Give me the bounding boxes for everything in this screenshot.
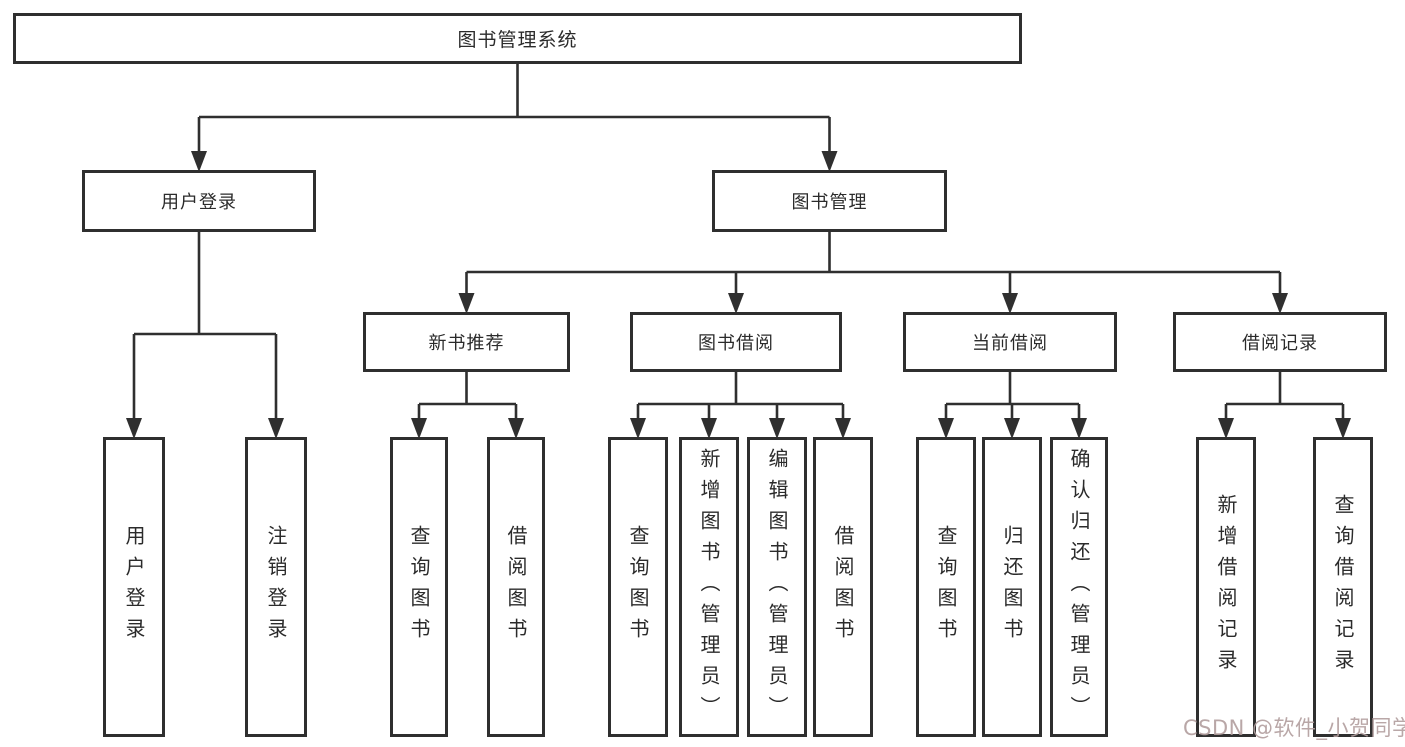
node-book-borrowing: 图书借阅 — [630, 312, 842, 372]
leaf-borrow-books: 借阅图书 — [487, 437, 545, 737]
node-book-management: 图书管理 — [712, 170, 947, 232]
node-label: 图书管理系统 — [457, 29, 578, 51]
node-label: 确认归还（管理员） — [1067, 447, 1091, 727]
node-label: 查询图书 — [407, 525, 431, 649]
leaf-query-books: 查询图书 — [916, 437, 976, 737]
leaf-borrow-books: 借阅图书 — [813, 437, 873, 737]
node-current-borrowing: 当前借阅 — [903, 312, 1117, 372]
node-label: 查询图书 — [934, 525, 958, 649]
leaf-add-borrow-record: 新增借阅记录 — [1196, 437, 1256, 737]
node-label: 新增借阅记录 — [1214, 494, 1238, 680]
leaf-query-books: 查询图书 — [390, 437, 448, 737]
node-label: 借阅图书 — [504, 525, 528, 649]
node-label: 归还图书 — [1000, 525, 1024, 649]
node-label: 用户登录 — [122, 525, 146, 649]
leaf-confirm-return-admin: 确认归还（管理员） — [1050, 437, 1108, 737]
node-label: 新增图书（管理员） — [697, 447, 721, 727]
node-user-login: 用户登录 — [82, 170, 316, 232]
node-label: 借阅图书 — [831, 525, 855, 649]
node-label: 新书推荐 — [428, 333, 505, 354]
node-label: 注销登录 — [264, 525, 288, 649]
leaf-edit-books-admin: 编辑图书（管理员） — [747, 437, 807, 737]
leaf-user-login: 用户登录 — [103, 437, 165, 737]
leaf-add-books-admin: 新增图书（管理员） — [679, 437, 739, 737]
node-label: 图书管理 — [791, 192, 868, 213]
node-label: 图书借阅 — [698, 333, 774, 354]
node-borrow-records: 借阅记录 — [1173, 312, 1387, 372]
node-label: 借阅记录 — [1242, 333, 1318, 354]
node-label: 当前借阅 — [972, 333, 1048, 354]
node-label: 用户登录 — [161, 192, 237, 213]
csdn-watermark: CSDN @软件_小贺同学 — [1183, 716, 1405, 740]
leaf-query-borrow-record: 查询借阅记录 — [1313, 437, 1373, 737]
leaf-logout: 注销登录 — [245, 437, 307, 737]
leaf-return-books: 归还图书 — [982, 437, 1042, 737]
leaf-query-books: 查询图书 — [608, 437, 668, 737]
node-system-root: 图书管理系统 — [13, 13, 1022, 64]
node-label: 查询图书 — [626, 525, 650, 649]
node-label: 编辑图书（管理员） — [765, 447, 789, 727]
node-label: 查询借阅记录 — [1331, 494, 1355, 680]
node-new-book-recommend: 新书推荐 — [363, 312, 570, 372]
